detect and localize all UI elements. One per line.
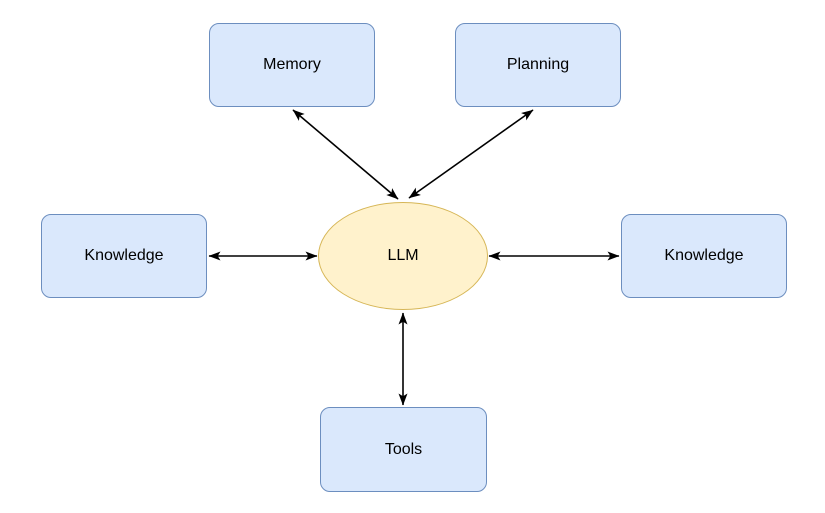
node-planning-label: Planning [506, 56, 570, 73]
node-memory-label: Memory [263, 56, 321, 73]
node-tools: Tools [320, 407, 487, 492]
arrow-memory-llm [292, 109, 399, 200]
arrow-planning-llm [408, 109, 534, 199]
node-planning: Planning [455, 23, 621, 107]
node-knowledge-right: Knowledge [621, 214, 787, 298]
node-llm-label: LLM [387, 247, 419, 264]
node-llm: LLM [318, 202, 488, 310]
node-knowledge-right-label: Knowledge [664, 247, 744, 264]
node-tools-label: Tools [384, 440, 423, 458]
node-knowledge-left-label: Knowledge [84, 247, 164, 264]
node-memory: Memory [209, 23, 375, 107]
node-knowledge-left: Knowledge [41, 214, 207, 298]
